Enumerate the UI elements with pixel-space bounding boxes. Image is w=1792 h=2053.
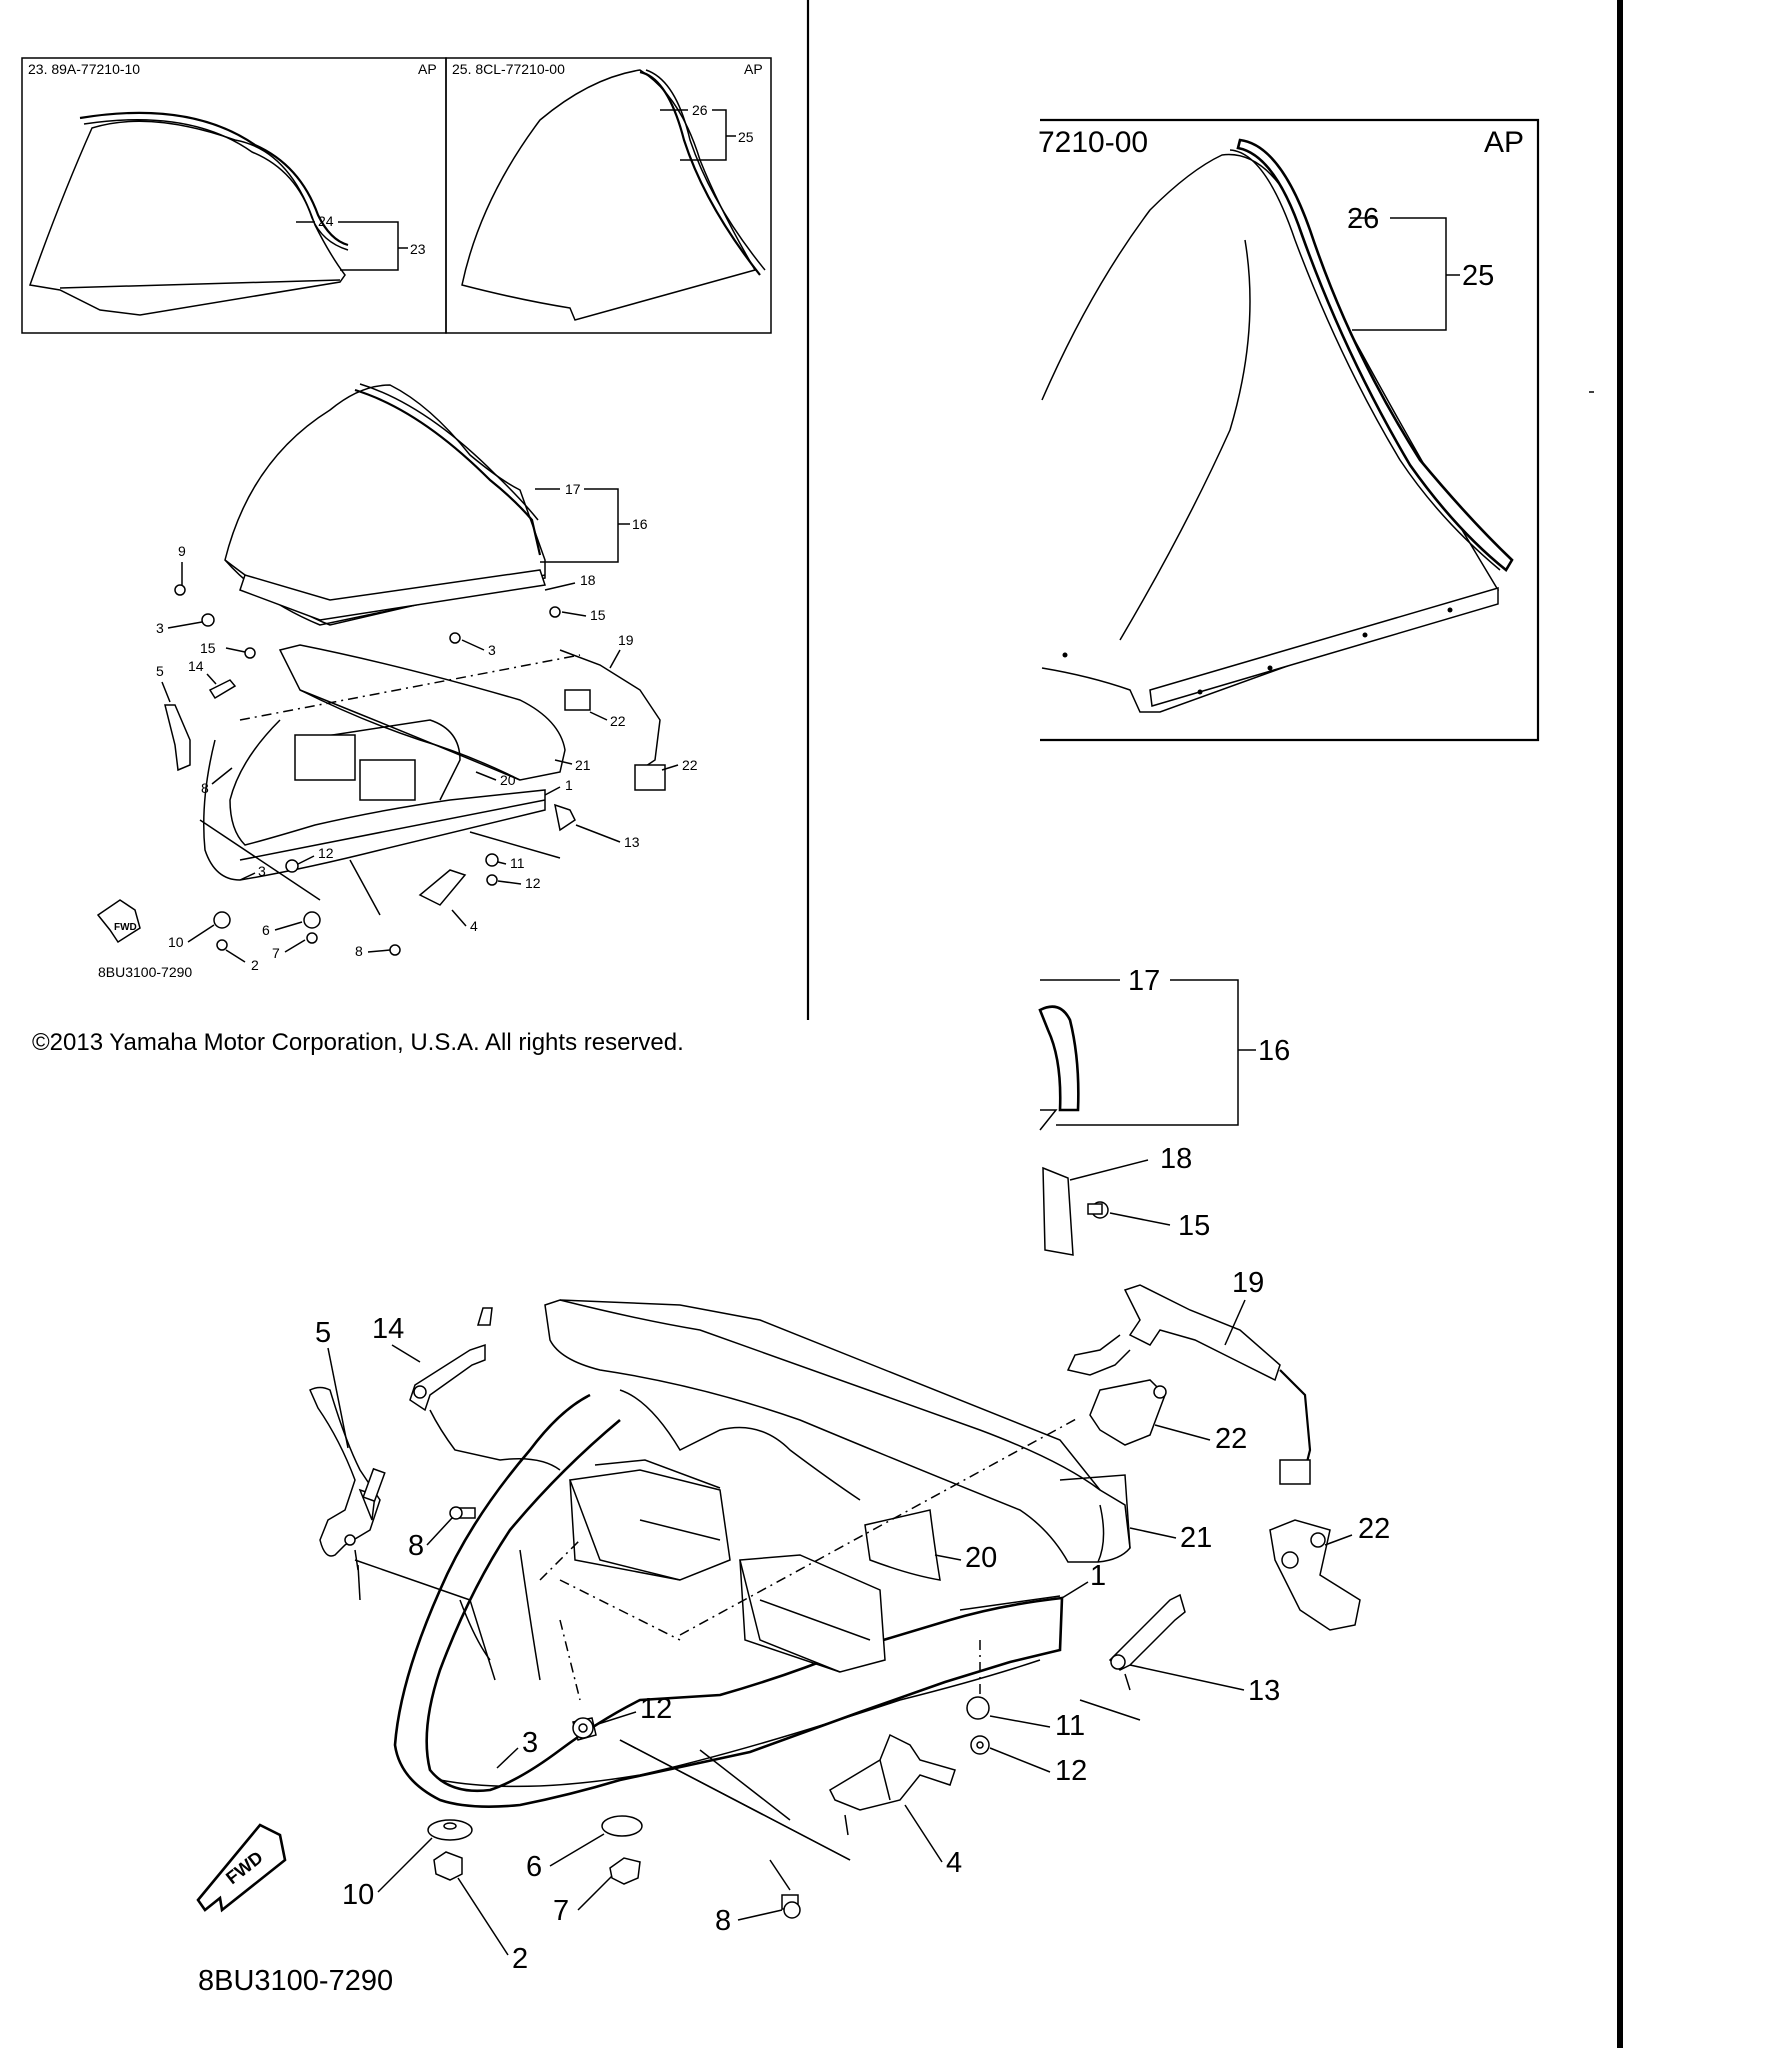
label-zoom-25: 25 xyxy=(1462,260,1494,292)
label-5: 5 xyxy=(315,1317,331,1349)
label-10: 10 xyxy=(342,1879,374,1911)
label-small-10: 10 xyxy=(168,934,184,950)
label-19: 19 xyxy=(1232,1267,1264,1299)
windscreen-25 xyxy=(461,69,757,321)
zoom-inset-25: 7210-00 AP 26 25 xyxy=(1038,118,1540,742)
label-small-14: 14 xyxy=(188,658,204,674)
inset-right-code: 25. 8CL-77210-00 xyxy=(452,61,565,77)
label-1: 1 xyxy=(1090,1560,1106,1592)
label-21: 21 xyxy=(1180,1522,1212,1554)
label-small-15b: 15 xyxy=(200,640,216,656)
inset-left-tag: AP xyxy=(418,61,437,77)
diagram-code-large: 8BU3100-7290 xyxy=(198,1965,393,1997)
label-small-1: 1 xyxy=(565,777,573,793)
label-small-5: 5 xyxy=(156,663,164,679)
label-23: 23 xyxy=(410,241,426,257)
screen-edge-17 xyxy=(1038,1005,1080,1112)
label-small-21: 21 xyxy=(575,757,591,773)
label-small-12a: 12 xyxy=(318,845,334,861)
label-small-22b: 22 xyxy=(682,757,698,773)
label-18: 18 xyxy=(1160,1143,1192,1175)
label-13: 13 xyxy=(1248,1675,1280,1707)
label-20: 20 xyxy=(965,1542,997,1574)
label-8a: 8 xyxy=(408,1530,424,1562)
label-small-16: 16 xyxy=(632,516,648,532)
label-8b: 8 xyxy=(715,1905,731,1937)
label-small-22a: 22 xyxy=(610,713,626,729)
inset-right-panel: 25. 8CL-77210-00 AP 26 25 xyxy=(445,57,772,334)
label-small-6: 6 xyxy=(262,922,270,938)
label-small-9: 9 xyxy=(178,543,186,559)
label-12b: 12 xyxy=(1055,1755,1087,1787)
diagram-code-small: 8BU3100-7290 xyxy=(98,964,192,980)
inset-left-panel: 23. 89A-77210-10 AP 24 23 xyxy=(21,57,447,334)
label-22a: 22 xyxy=(1215,1423,1247,1455)
windscreen-23 xyxy=(28,120,346,316)
label-11: 11 xyxy=(1055,1710,1085,1742)
label-16: 16 xyxy=(1258,1035,1290,1067)
label-small-2: 2 xyxy=(251,957,259,973)
label-small-3c: 3 xyxy=(258,863,266,879)
label-25: 25 xyxy=(738,129,754,145)
label-26: 26 xyxy=(692,102,708,118)
label-22b: 22 xyxy=(1358,1513,1390,1545)
label-12a: 12 xyxy=(640,1693,672,1725)
label-small-12b: 12 xyxy=(525,875,541,891)
large-exploded-diagram: 17 16 18 15 xyxy=(196,965,1390,1997)
label-small-13: 13 xyxy=(624,834,640,850)
small-exploded-diagram: FWD 17 16 9 3 18 15 3 15 14 5 19 22 21 2… xyxy=(96,383,698,980)
copyright-notice: ©2013 Yamaha Motor Corporation, U.S.A. A… xyxy=(32,1029,684,1056)
label-7: 7 xyxy=(553,1895,569,1927)
label-small-3b: 3 xyxy=(488,642,496,658)
label-3: 3 xyxy=(522,1727,538,1759)
label-small-8a: 8 xyxy=(201,780,209,796)
label-14: 14 xyxy=(372,1313,404,1345)
label-small-4: 4 xyxy=(470,918,478,934)
label-24: 24 xyxy=(318,213,334,229)
inset-left-code: 23. 89A-77210-10 xyxy=(28,61,140,77)
label-small-3a: 3 xyxy=(156,620,164,636)
label-small-18: 18 xyxy=(580,572,596,588)
label-small-15a: 15 xyxy=(590,607,606,623)
label-small-11: 11 xyxy=(510,855,525,871)
fwd-label-small: FWD xyxy=(114,922,137,933)
label-2: 2 xyxy=(512,1943,528,1975)
label-17: 17 xyxy=(1128,965,1160,997)
label-zoom-26: 26 xyxy=(1347,203,1379,235)
zoom-inset-code: 7210-00 xyxy=(1038,126,1148,159)
label-4: 4 xyxy=(946,1847,962,1879)
label-small-7: 7 xyxy=(272,945,280,961)
inset-right-tag: AP xyxy=(744,61,763,77)
fwd-arrow-icon xyxy=(196,1823,287,1913)
label-small-17: 17 xyxy=(565,481,581,497)
label-15: 15 xyxy=(1178,1210,1210,1242)
label-small-8b: 8 xyxy=(355,943,363,959)
windscreen-25-zoomed xyxy=(1041,153,1500,713)
label-6: 6 xyxy=(526,1851,542,1883)
zoom-inset-tag: AP xyxy=(1484,126,1524,159)
label-small-19: 19 xyxy=(618,632,634,648)
label-small-20: 20 xyxy=(500,772,516,788)
